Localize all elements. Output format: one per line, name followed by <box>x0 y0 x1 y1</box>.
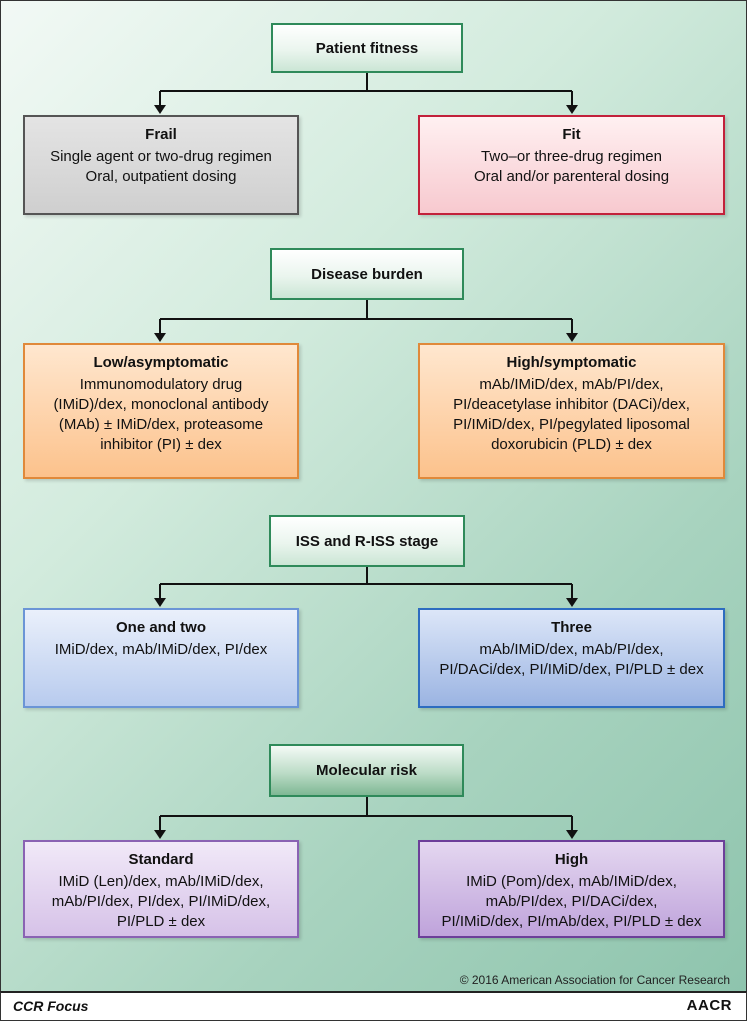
frail-title: Frail <box>145 126 177 143</box>
low-asymptomatic-box: Low/asymptomatic Immunomodulatory drug (… <box>23 343 299 479</box>
high-sym-title: High/symptomatic <box>506 354 637 371</box>
low-line-3: (MAb) ± IMiD/dex, proteasome <box>58 416 264 433</box>
standard-line-2: mAb/PI/dex, PI/dex, PI/IMiD/dex, <box>51 893 271 910</box>
standard-risk-box: Standard IMiD (Len)/dex, mAb/IMiD/dex, m… <box>23 840 299 938</box>
fit-line-1: Two–or three-drug regimen <box>481 148 662 165</box>
header-molecular-risk: Molecular risk <box>269 744 464 797</box>
low-title: Low/asymptomatic <box>93 354 229 371</box>
high-sym-line-3: PI/IMiD/dex, PI/pegylated liposomal <box>453 416 690 433</box>
standard-line-1: IMiD (Len)/dex, mAb/IMiD/dex, <box>58 873 264 890</box>
frail-box: Frail Single agent or two-drug regimen O… <box>23 115 299 215</box>
stage-three-title: Three <box>551 619 592 636</box>
fit-title: Fit <box>562 126 581 143</box>
standard-title: Standard <box>128 851 194 868</box>
high-risk-line-1: IMiD (Pom)/dex, mAb/IMiD/dex, <box>466 873 677 890</box>
high-risk-box: High IMiD (Pom)/dex, mAb/IMiD/dex, mAb/P… <box>418 840 725 938</box>
low-line-4: inhibitor (PI) ± dex <box>100 436 222 453</box>
standard-line-3: PI/PLD ± dex <box>116 913 206 930</box>
stage-three-line-2: PI/DACi/dex, PI/IMiD/dex, PI/PLD ± dex <box>439 661 704 678</box>
aacr-logo: AACR <box>686 997 732 1014</box>
header-disease-burden: Disease burden <box>270 248 464 300</box>
high-sym-line-4: doxorubicin (PLD) ± dex <box>491 436 652 453</box>
copyright-notice: © 2016 American Association for Cancer R… <box>459 973 730 987</box>
header-patient-fitness: Patient fitness <box>271 23 463 73</box>
high-sym-line-2: PI/deacetylase inhibitor (DACi)/dex, <box>453 396 690 413</box>
high-risk-line-2: mAb/PI/dex, PI/DACi/dex, <box>485 893 658 910</box>
stage-three-line-1: mAb/IMiD/dex, mAb/PI/dex, <box>479 641 664 658</box>
frail-line-1: Single agent or two-drug regimen <box>50 148 272 165</box>
frail-line-2: Oral, outpatient dosing <box>85 168 237 185</box>
high-risk-line-3: PI/IMiD/dex, PI/mAb/dex, PI/PLD ± dex <box>441 913 702 930</box>
stage-one-two-title: One and two <box>116 619 206 636</box>
fit-line-2: Oral and/or parenteral dosing <box>473 168 670 185</box>
header-iss-stage: ISS and R-ISS stage <box>269 515 465 567</box>
fit-box: Fit Two–or three-drug regimen Oral and/o… <box>418 115 725 215</box>
high-symptomatic-box: High/symptomatic mAb/IMiD/dex, mAb/PI/de… <box>418 343 725 479</box>
stage-one-two-line-1: IMiD/dex, mAb/IMiD/dex, PI/dex <box>54 641 268 658</box>
footer-bar: CCR Focus AACR <box>0 991 747 1021</box>
high-sym-line-1: mAb/IMiD/dex, mAb/PI/dex, <box>479 376 664 393</box>
stage-three-box: Three mAb/IMiD/dex, mAb/PI/dex, PI/DACi/… <box>418 608 725 708</box>
low-line-1: Immunomodulatory drug <box>79 376 243 393</box>
journal-section-label: CCR Focus <box>13 998 89 1014</box>
diagram-frame: Patient fitness Frail Single agent or tw… <box>0 0 747 992</box>
stage-one-two-box: One and two IMiD/dex, mAb/IMiD/dex, PI/d… <box>23 608 299 708</box>
high-risk-title: High <box>554 851 589 868</box>
low-line-2: (IMiD)/dex, monoclonal antibody <box>53 396 269 413</box>
